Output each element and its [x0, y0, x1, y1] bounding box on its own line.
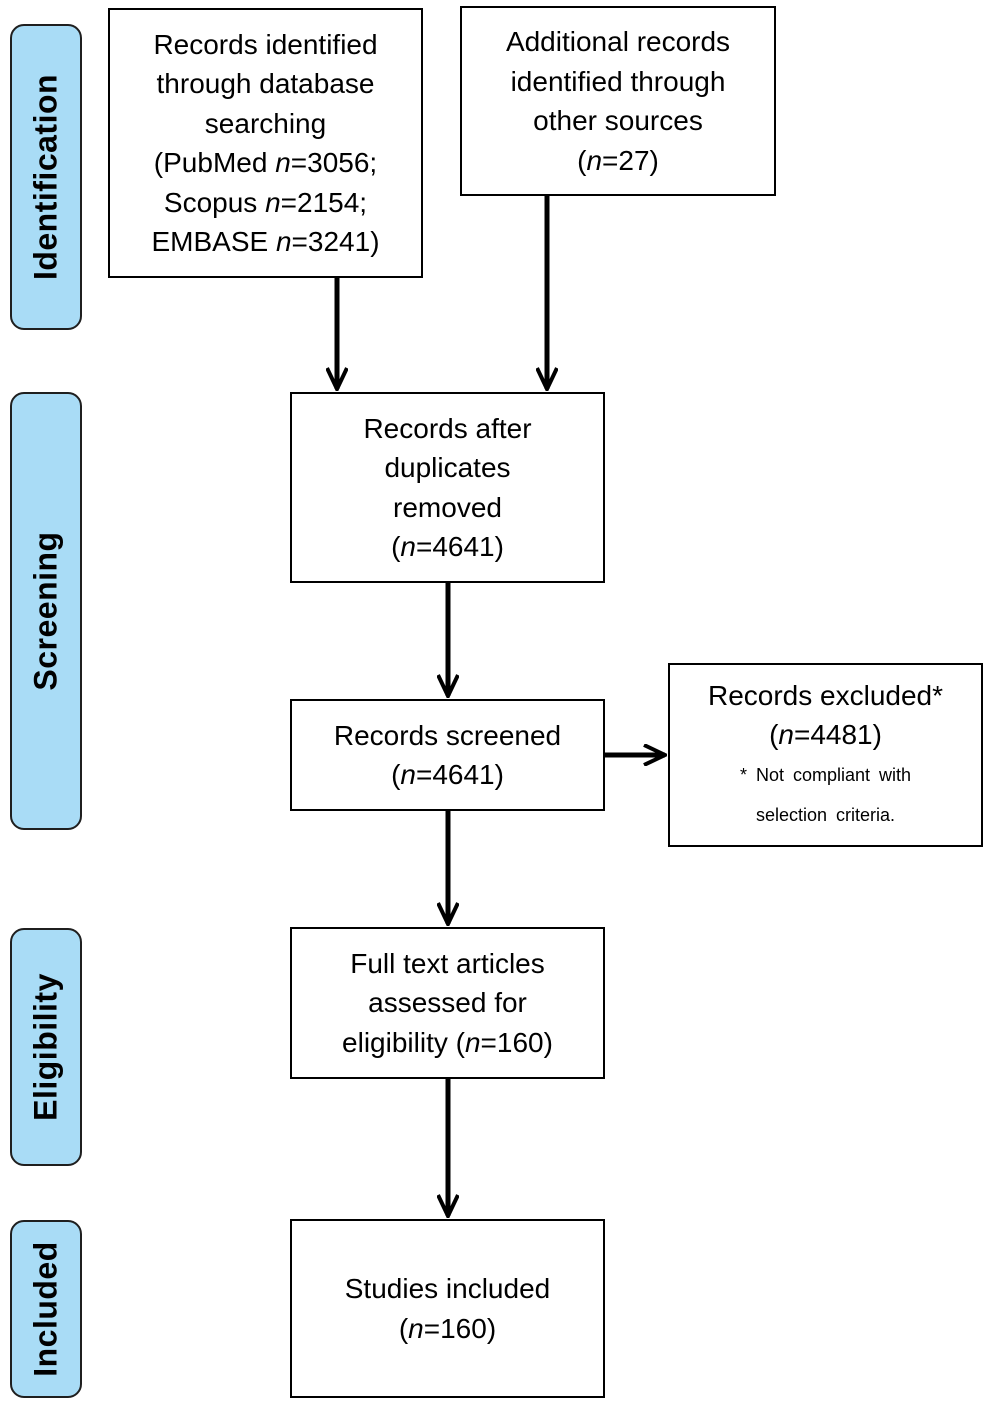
database-search-box: Records identified through database sear…: [108, 8, 423, 278]
stage-identification-label: Identification: [27, 73, 64, 281]
studies-included-count: (n=160): [398, 1312, 497, 1344]
box-text-line: Records screened: [333, 719, 562, 751]
box-text-line: duplicates: [384, 452, 511, 483]
records-screened-count: (n=4641): [391, 759, 504, 790]
records-excluded-box: Records excluded* (n=4481) * Not complia…: [668, 663, 983, 847]
full-text-count: eligibility (n=160): [342, 1026, 553, 1058]
box-text-line: identified through: [510, 65, 726, 97]
exclusion-footnote: * Not compliant with: [739, 764, 912, 785]
box-text-line: Records identified: [153, 28, 378, 60]
box-text-line: Additional records: [505, 26, 731, 57]
other-sources-box: Additional records identified through ot…: [460, 6, 776, 196]
studies-included-box: Studies included (n=160): [290, 1219, 605, 1398]
exclusion-footnote: selection criteria.: [755, 804, 896, 825]
stage-identification: Identification: [10, 24, 82, 330]
stage-included: Included: [10, 1220, 82, 1398]
box-text-line: through database: [156, 68, 375, 99]
box-text-line: Records excluded*: [707, 679, 944, 711]
box-text-line: other sources: [533, 105, 703, 136]
box-text-line: searching: [204, 107, 327, 139]
stage-eligibility: Eligibility: [10, 928, 82, 1166]
records-screened-box: Records screened (n=4641): [290, 699, 605, 811]
box-text-line: Studies included: [344, 1273, 551, 1304]
stage-screening-label: Screening: [27, 531, 64, 691]
box-text-line: removed: [393, 491, 502, 523]
stage-included-label: Included: [27, 1241, 64, 1377]
duplicates-removed-box: Records after duplicates removed (n=4641…: [290, 392, 605, 583]
box-text-line: Full text articles: [350, 947, 545, 979]
other-sources-count: (n=27): [577, 144, 659, 176]
full-text-assessed-box: Full text articles assessed for eligibil…: [290, 927, 605, 1079]
box-text-line: Records after: [363, 412, 532, 444]
embase-count: EMBASE n=3241): [151, 226, 380, 257]
stage-screening: Screening: [10, 392, 82, 830]
duplicates-removed-count: (n=4641): [391, 531, 504, 562]
stage-eligibility-label: Eligibility: [27, 973, 64, 1121]
scopus-count: Scopus n=2154;: [163, 186, 368, 218]
box-text-line: assessed for: [368, 987, 527, 1019]
pubmed-count: (PubMed n=3056;: [153, 147, 378, 178]
records-excluded-count: (n=4481): [769, 719, 882, 750]
